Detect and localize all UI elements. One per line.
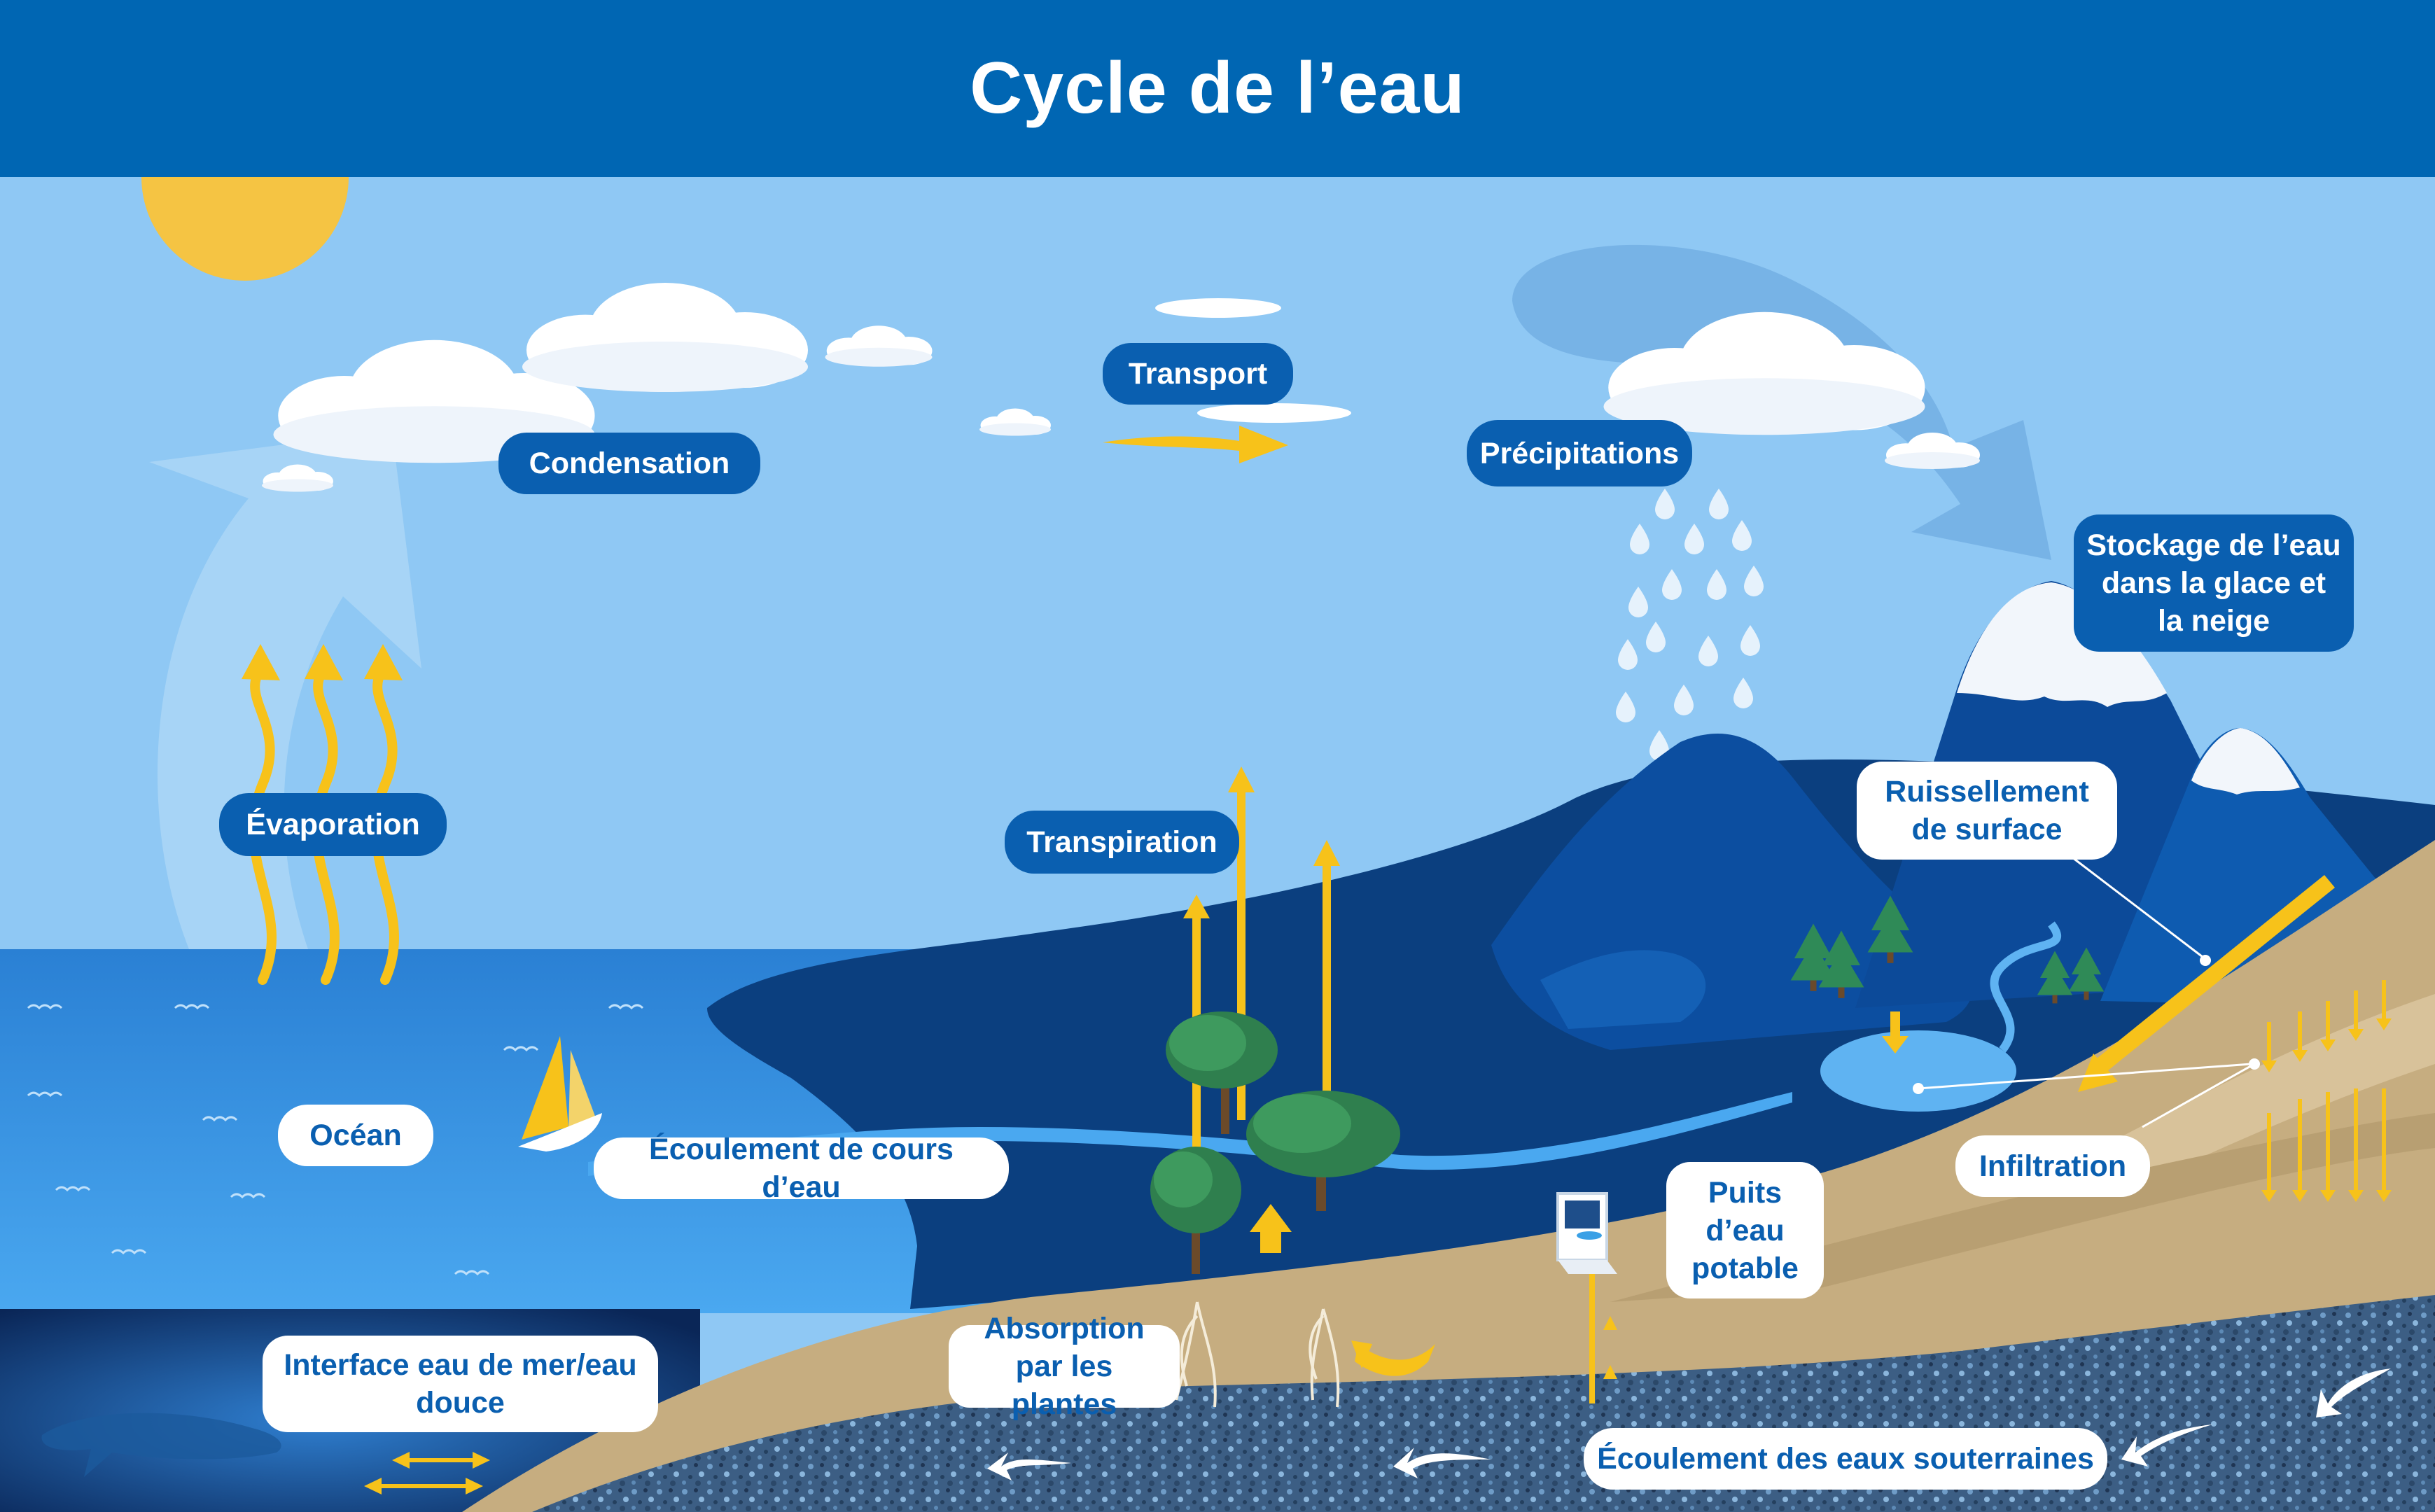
header-banner: Cycle de l’eau	[0, 0, 2435, 177]
lake	[1820, 1030, 2016, 1112]
cloud-icon	[1197, 403, 1351, 423]
well-icon	[1556, 1192, 1617, 1404]
snow-cap	[1957, 582, 2167, 707]
snow-cap	[2191, 728, 2300, 794]
sand-layer-light	[2100, 994, 2435, 1204]
sun-icon	[141, 177, 349, 281]
precipitation-big-arrow	[1512, 244, 2051, 560]
transport-arrow-icon	[1103, 426, 1288, 463]
label-precipitations: Précipitations	[1467, 420, 1692, 486]
ocean-waves	[27, 1004, 644, 1276]
label-ecoulement-cours: Écoulement de cours d’eau	[594, 1133, 1009, 1204]
label-interface: Interface eau de mer/eau douce	[263, 1336, 658, 1432]
label-infiltration: Infiltration	[1955, 1135, 2150, 1197]
mountain-foot	[1540, 950, 1706, 1029]
label-evaporation: Évaporation	[219, 793, 447, 856]
arrow-icon	[1351, 1340, 1372, 1368]
label-ruissellement: Ruissellement de surface	[1857, 762, 2117, 860]
arrow-icon	[242, 644, 403, 680]
label-ocean: Océan	[278, 1105, 433, 1166]
arrow-icon	[1355, 1344, 1435, 1376]
river	[588, 1092, 1792, 1176]
groundwater-arrows	[987, 1368, 2391, 1480]
callout-lines	[1918, 856, 2255, 1128]
label-transport: Transport	[1103, 343, 1293, 405]
tree-icon	[1246, 1091, 1400, 1211]
lake-infiltration-arrow	[1882, 1011, 1909, 1054]
stream	[1990, 921, 2061, 1053]
label-condensation: Condensation	[498, 433, 760, 494]
label-ecoulement-souterraines: Écoulement des eaux souterraines	[1584, 1428, 2107, 1490]
whale-icon	[41, 1413, 281, 1477]
tree-icon	[1166, 1011, 1278, 1134]
infiltration-arrows	[2261, 980, 2392, 1202]
cloud-icon	[1155, 298, 1281, 318]
arrow-icon	[1250, 1204, 1292, 1253]
tree-icon	[1150, 1147, 1241, 1274]
interface-arrows	[364, 1452, 490, 1494]
label-transpiration: Transpiration	[1005, 811, 1239, 874]
runoff-arrow-icon	[2078, 875, 2335, 1092]
page-title: Cycle de l’eau	[970, 48, 1465, 129]
callout-dots	[1913, 955, 2260, 1094]
sailboat-icon	[518, 1036, 602, 1152]
evaporation-big-arrow	[149, 430, 421, 949]
label-puits: Puits d’eau potable	[1666, 1162, 1824, 1298]
label-absorption: Absorption par les plantes	[949, 1312, 1180, 1421]
label-stockage: Stockage de l’eau dans la glace et la ne…	[2074, 514, 2354, 652]
